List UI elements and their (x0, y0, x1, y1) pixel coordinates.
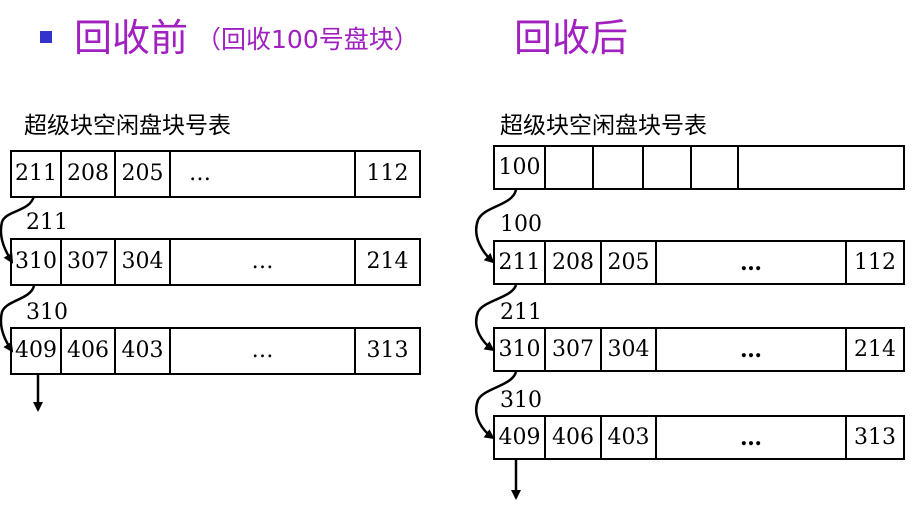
after-link-1-label: 100 (500, 212, 542, 237)
title-after: 回收后 (514, 15, 629, 60)
after-row-2-cell-2: 307 (546, 329, 602, 370)
after-row-2-cell-3: 304 (602, 329, 657, 370)
before-row-3: 409 406 403 … 313 (10, 327, 421, 375)
after-row-3: 409 406 403 … 313 (493, 415, 905, 460)
before-row-3-cell-last: 313 (366, 338, 409, 363)
before-row-1-cell-last: 112 (366, 161, 409, 186)
after-top-row-cell-3 (594, 147, 644, 188)
before-row-3-ellipsis: … (171, 329, 356, 373)
before-table-label: 超级块空闲盘块号表 (24, 113, 231, 139)
after-row-3-cell-3: 403 (602, 417, 657, 458)
after-top-row: 100 (493, 145, 905, 190)
after-top-row-cell-4 (644, 147, 692, 188)
before-row-3-cell-1: 409 (12, 329, 62, 373)
after-row-1-cell-1: 211 (495, 242, 546, 283)
after-row-3-cell-2: 406 (546, 417, 602, 458)
before-row-2-cell-2: 307 (62, 240, 116, 284)
bullet-square-icon (40, 31, 52, 43)
page-title: 回收前 （回收100号盘块） (40, 4, 419, 64)
before-row-3-cell-3: 403 (116, 329, 171, 373)
after-link-arrow-3 (475, 371, 518, 440)
after-link-arrow-1 (475, 189, 518, 264)
before-row-1-ellipsis: … (171, 152, 356, 196)
after-row-1-ellipsis: … (657, 242, 847, 283)
after-row-3-ellipsis: … (657, 417, 847, 458)
after-link-2-label: 211 (500, 300, 542, 325)
before-row-1-cell-1: 211 (12, 152, 62, 196)
after-row-3-cell-last: 313 (854, 424, 896, 450)
after-row-3-cell-1: 409 (495, 417, 546, 458)
after-row-2-cell-1: 310 (495, 329, 546, 370)
title-before: 回收前 (74, 15, 189, 60)
after-link-arrow-2 (475, 284, 518, 352)
after-row-2-cell-last: 214 (854, 336, 896, 362)
after-row-2: 310 307 304 … 214 (493, 327, 905, 372)
before-row-2-cell-3: 304 (116, 240, 171, 284)
after-top-row-cell-1: 100 (495, 147, 546, 188)
before-link-1-label: 211 (26, 210, 68, 235)
before-row-2-cell-last: 214 (366, 249, 409, 274)
after-top-row-cell-5 (692, 147, 739, 188)
before-link-arrow-2 (0, 285, 36, 353)
before-row-1-cell-2: 208 (62, 152, 116, 196)
after-row-1: 211 208 205 … 112 (493, 240, 905, 285)
before-row-1: 211 208 205 … 112 (10, 150, 421, 198)
before-row-3-cell-2: 406 (62, 329, 116, 373)
after-row-1-cell-3: 205 (602, 242, 657, 283)
after-row-1-cell-last: 112 (854, 249, 896, 275)
after-top-row-cell-2 (546, 147, 594, 188)
before-link-2-label: 310 (26, 300, 68, 325)
before-row-2-ellipsis: … (171, 240, 356, 284)
after-row-2-ellipsis: … (657, 329, 847, 370)
title-note: （回收100号盘块） (196, 25, 419, 54)
after-row-1-cell-2: 208 (546, 242, 602, 283)
before-link-arrow-1 (0, 195, 36, 264)
after-table-label: 超级块空闲盘块号表 (500, 113, 707, 139)
after-link-3-label: 310 (500, 388, 542, 413)
before-row-2-cell-1: 310 (12, 240, 62, 284)
before-row-1-cell-3: 205 (116, 152, 171, 196)
